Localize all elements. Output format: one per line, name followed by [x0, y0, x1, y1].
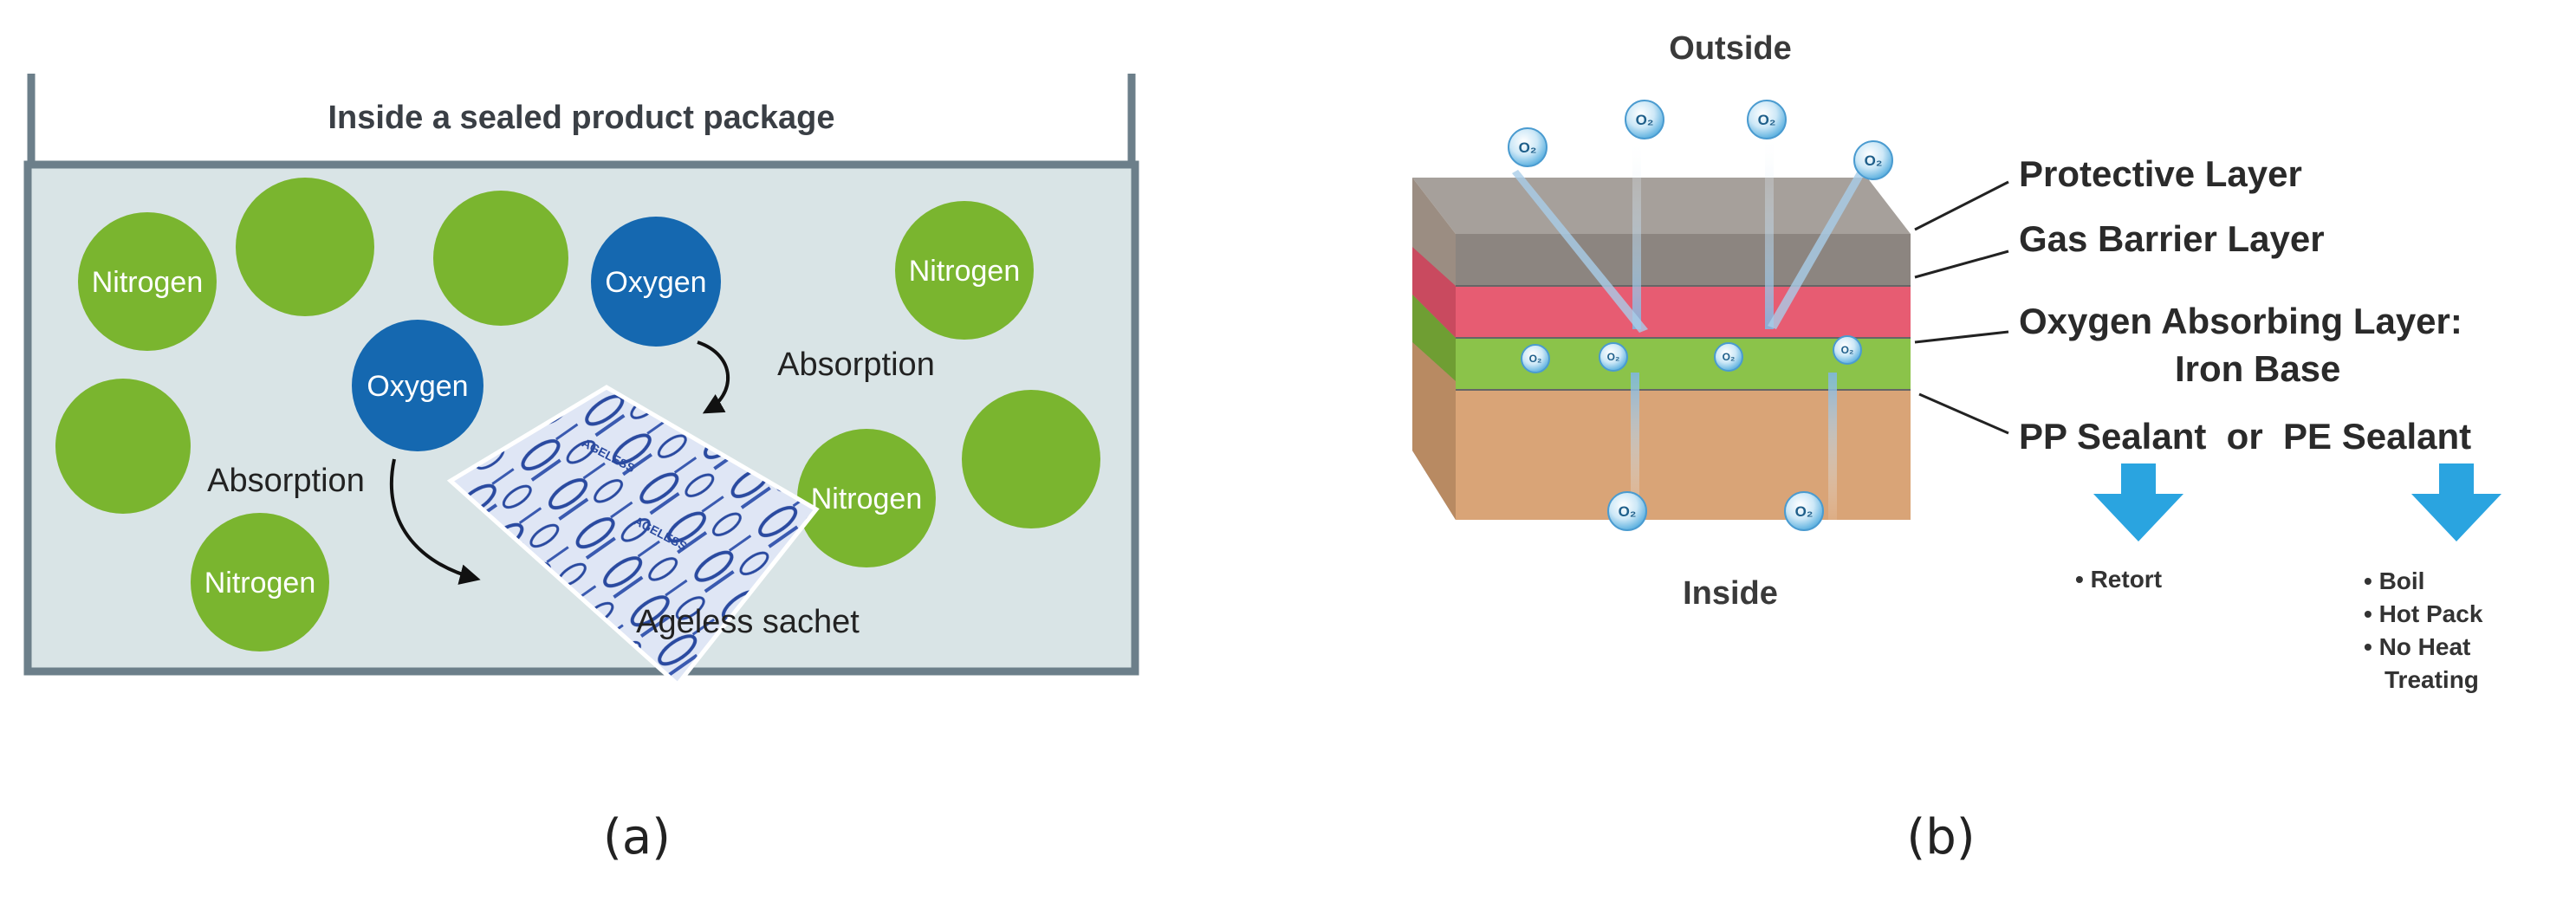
- absorption-label: Absorption: [207, 463, 365, 499]
- protective-layer-top: [1412, 178, 1911, 234]
- pe-use-item: • Hot Pack: [2364, 600, 2483, 627]
- o2-molecule: O₂: [1521, 344, 1550, 373]
- iron-base-label: Iron Base: [2175, 348, 2340, 389]
- svg-text:Nitrogen: Nitrogen: [811, 483, 923, 515]
- svg-text:O₂: O₂: [1619, 503, 1637, 520]
- svg-text:O₂: O₂: [1607, 351, 1620, 363]
- o2-molecule: O₂: [1833, 335, 1862, 365]
- pe-use-item: • No Heat: [2364, 633, 2470, 660]
- o2-molecule: O₂: [1747, 100, 1787, 139]
- oxygen-path: [1632, 143, 1641, 329]
- caption-b: (b): [1906, 809, 1975, 865]
- pe-use-item: • Boil: [2364, 567, 2424, 594]
- absorption-label: Absorption: [777, 347, 935, 383]
- o2-molecule: O₂: [1784, 491, 1824, 531]
- gas-barrier-layer: [1456, 286, 1911, 338]
- svg-text:O₂: O₂: [1636, 112, 1654, 128]
- nitrogen-molecule: Nitrogen: [78, 212, 217, 351]
- o2-molecule: O₂: [1607, 491, 1647, 531]
- leader-line: [1918, 392, 2009, 435]
- nitrogen-molecule: Nitrogen: [191, 513, 329, 651]
- oxygen-molecule: Oxygen: [352, 320, 483, 451]
- oxygen-path: [1512, 170, 1648, 333]
- sealant-label: PP Sealant or PE Sealant: [2019, 416, 2471, 457]
- sachet-label: Ageless sachet: [636, 604, 860, 640]
- gas-molecule: [962, 390, 1100, 528]
- oxygen-path: [1828, 373, 1837, 520]
- oxygen-absorbing-layer-label: Oxygen Absorbing Layer:: [2019, 301, 2462, 341]
- o2-molecule: O₂: [1599, 342, 1628, 372]
- absorption-arrow: [389, 458, 481, 585]
- svg-text:O₂: O₂: [1519, 139, 1537, 156]
- panel-b: Outside Inside O₂ O: [1412, 30, 2501, 865]
- svg-text:O₂: O₂: [1758, 112, 1776, 128]
- svg-text:Nitrogen: Nitrogen: [909, 255, 1021, 288]
- protective-layer-label: Protective Layer: [2019, 153, 2302, 194]
- oxygen-path: [1631, 373, 1639, 520]
- svg-text:O₂: O₂: [1723, 351, 1736, 363]
- svg-text:Oxygen: Oxygen: [367, 370, 468, 403]
- nitrogen-molecule: Nitrogen: [895, 201, 1034, 340]
- svg-text:Oxygen: Oxygen: [605, 266, 706, 299]
- absorption-arrow: [697, 340, 730, 414]
- leader-line: [1914, 330, 2009, 344]
- gas-barrier-layer-label: Gas Barrier Layer: [2019, 218, 2325, 259]
- pp-use-item: • Retort: [2075, 566, 2162, 593]
- inside-label: Inside: [1683, 575, 1778, 612]
- svg-text:O₂: O₂: [1841, 344, 1854, 356]
- gas-molecule: [55, 379, 191, 514]
- gas-molecule: [433, 191, 568, 326]
- pp-arrow-icon: [2093, 463, 2183, 541]
- oxygen-path: [1765, 139, 1774, 329]
- package-title: Inside a sealed product package: [328, 100, 835, 136]
- panel-a: Inside a sealed product package Nitrogen…: [23, 74, 1139, 865]
- leader-line: [1914, 180, 2009, 231]
- leader-line: [1914, 250, 2009, 279]
- pe-use-item: Treating: [2385, 666, 2479, 693]
- caption-a: (a): [603, 809, 671, 865]
- ageless-sachet: AGELESS AGELESS: [446, 385, 820, 688]
- svg-text:O₂: O₂: [1865, 152, 1883, 169]
- gas-molecule: [236, 178, 374, 316]
- o2-molecule: O₂: [1625, 100, 1664, 139]
- o2-molecule: O₂: [1853, 140, 1893, 180]
- sealant-layer: [1456, 390, 1911, 520]
- o2-molecule: O₂: [1508, 127, 1548, 167]
- outside-label: Outside: [1669, 30, 1791, 67]
- svg-text:O₂: O₂: [1529, 353, 1542, 365]
- svg-text:O₂: O₂: [1795, 503, 1814, 520]
- o2-molecule: O₂: [1714, 342, 1743, 372]
- svg-text:Nitrogen: Nitrogen: [204, 567, 316, 600]
- oxygen-path: [1768, 165, 1867, 329]
- svg-text:Nitrogen: Nitrogen: [92, 266, 204, 299]
- protective-layer: [1456, 234, 1911, 286]
- nitrogen-molecule: Nitrogen: [797, 429, 936, 567]
- oxygen-molecule: Oxygen: [591, 217, 721, 347]
- pe-arrow-icon: [2411, 463, 2501, 541]
